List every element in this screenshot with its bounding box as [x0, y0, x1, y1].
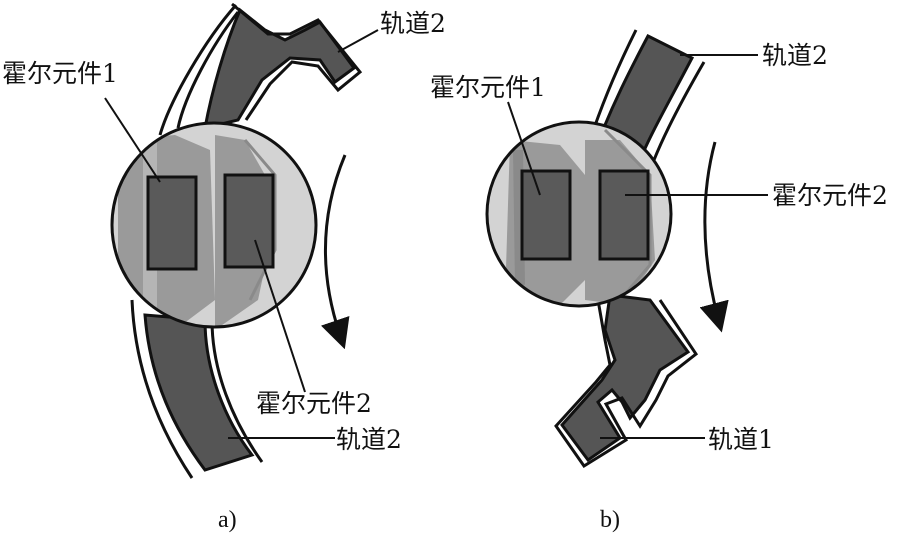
- leader-b-hall1: [507, 101, 541, 196]
- leader-a-hall2: [254, 239, 306, 393]
- label-b-track-top: 轨道2: [762, 41, 828, 70]
- label-a-hall1: 霍尔元件1: [2, 59, 118, 88]
- track-a-branch-outline: [231, 2, 363, 121]
- label-a-track-top: 轨道2: [380, 9, 446, 38]
- hall-sensor-a1: [146, 175, 198, 271]
- leader-a-hall1: [104, 97, 161, 183]
- hall-sensor-a2: [223, 173, 275, 269]
- label-a-track-bottom: 轨道2: [336, 425, 402, 454]
- track-b-lower-band: [560, 293, 691, 463]
- panel-a: 霍尔元件1 轨道2 霍尔元件2 轨道2 a): [2, 2, 446, 533]
- caption-b: b): [600, 507, 620, 533]
- track-a-upper-inner-line: [176, 11, 240, 129]
- track-a-lower-outer-line: [130, 299, 194, 479]
- track-a-lower-band: [143, 313, 255, 472]
- label-b-hall2: 霍尔元件2: [772, 181, 888, 210]
- track-b-upper-inner-line: [652, 61, 706, 161]
- rotation-arrow-a: [320, 154, 350, 350]
- track-a-lower-inner-line: [210, 319, 264, 463]
- track-a-upper-outer-line: [158, 4, 238, 136]
- label-b-track-bottom: 轨道1: [708, 425, 774, 454]
- hall-sensor-b1: [520, 169, 572, 261]
- leader-a-track-top: [337, 29, 379, 53]
- label-a-hall2: 霍尔元件2: [256, 389, 372, 418]
- rotation-arrow-b: [699, 141, 729, 333]
- panel-b: 霍尔元件1 轨道2 霍尔元件2 轨道1 b): [430, 29, 888, 533]
- caption-a: a): [218, 507, 237, 533]
- hall-sensor-b2: [598, 169, 650, 261]
- label-b-hall1: 霍尔元件1: [430, 73, 546, 102]
- track-b-lower-outline: [554, 299, 699, 469]
